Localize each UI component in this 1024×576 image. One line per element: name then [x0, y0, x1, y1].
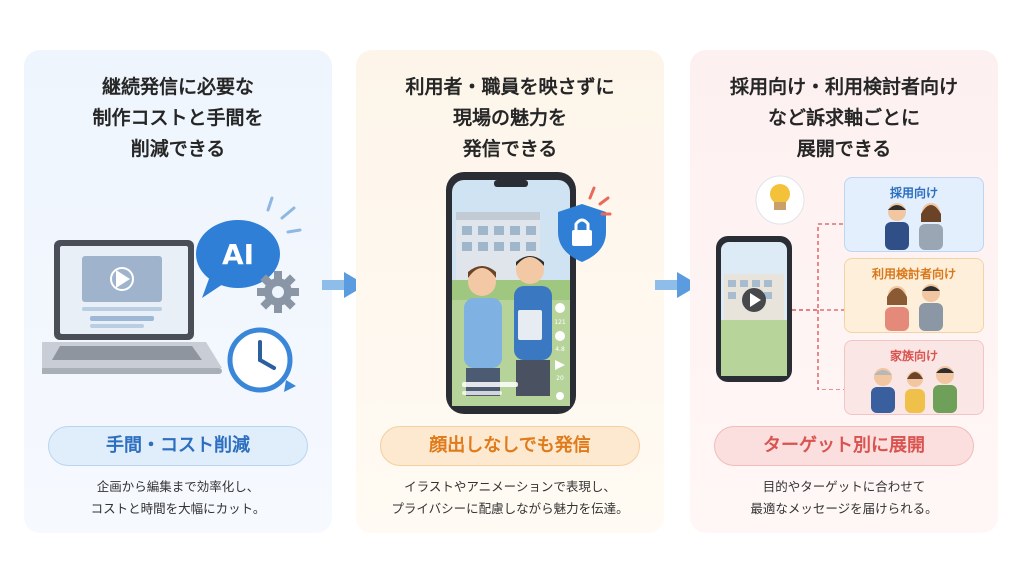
pill-no-face: 顔出しなしでも発信: [380, 426, 640, 466]
gear-icon: [257, 271, 299, 313]
ai-bubble-icon: AI: [196, 220, 280, 298]
smartphone-icon: 121 4.8 20: [446, 172, 576, 414]
lightbulb-icon: [755, 175, 805, 225]
arrow-right-icon: [322, 272, 366, 298]
play-icon: [742, 288, 766, 312]
people-icon: [885, 203, 943, 250]
audience-prospect: 利用検討者向け: [844, 258, 984, 333]
title-line: 削減できる: [130, 138, 226, 160]
title-line: 展開できる: [796, 138, 892, 160]
card-cost-reduction: 継続発信に必要な 制作コストと手間を 削減できる AI: [24, 50, 332, 533]
desc-line: 目的やターゲットに合わせて: [762, 479, 926, 494]
phone-branch-illustration: [716, 175, 850, 390]
desc-line: 企画から編集まで効率化し、: [96, 479, 260, 494]
title-line: 制作コストと手間を: [92, 107, 264, 129]
smartphone-icon: [716, 236, 792, 382]
ai-label: AI: [222, 238, 254, 271]
audience-family: 家族向け: [844, 340, 984, 415]
card-title: 利用者・職員を映さずに 現場の魅力を 発信できる: [356, 72, 664, 165]
card-description: イラストやアニメーションで表現し、 プライバシーに配慮しながら魅力を伝達。: [356, 476, 664, 520]
card-title: 継続発信に必要な 制作コストと手間を 削減できる: [24, 72, 332, 165]
title-line: など訴求軸ごとに: [767, 107, 920, 129]
title-line: 採用向け・利用検討者向け: [729, 76, 958, 98]
arrow-right-icon: [655, 272, 699, 298]
title-line: 継続発信に必要な: [101, 76, 254, 98]
smartphone-illustration: 121 4.8 20: [446, 172, 612, 414]
desc-line: イラストやアニメーションで表現し、: [404, 479, 616, 494]
title-line: 利用者・職員を映さずに: [405, 76, 615, 98]
lock-shield-icon: [558, 204, 606, 262]
card-description: 企画から編集まで効率化し、 コストと時間を大幅にカット。: [24, 476, 332, 520]
phone-count: 4.8: [555, 346, 565, 353]
audience-recruit: 採用向け: [844, 177, 984, 252]
title-line: 発信できる: [462, 138, 558, 160]
desc-line: プライバシーに配慮しながら魅力を伝達。: [391, 501, 629, 516]
laptop-ai-illustration: AI: [42, 196, 302, 393]
card-target-expansion: 採用向け・利用検討者向け など訴求軸ごとに 展開できる: [690, 50, 998, 533]
audience-label: 採用向け: [889, 186, 938, 200]
audience-label: 家族向け: [889, 349, 938, 363]
pill-cost-reduction: 手間・コスト削減: [48, 426, 308, 466]
card-no-face: 利用者・職員を映さずに 現場の魅力を 発信できる: [356, 50, 664, 533]
people-icon: [885, 284, 943, 331]
card-description: 目的やターゲットに合わせて 最適なメッセージを届けられる。: [690, 476, 998, 520]
people-icon: [871, 366, 957, 413]
audience-label: 利用検討者向け: [871, 267, 956, 281]
laptop-icon: [42, 240, 222, 374]
desc-line: コストと時間を大幅にカット。: [90, 501, 266, 516]
pill-target-expansion: ターゲット別に展開: [714, 426, 974, 466]
desc-line: 最適なメッセージを届けられる。: [750, 501, 938, 516]
title-line: 現場の魅力を: [452, 107, 567, 129]
clock-icon: [227, 327, 296, 393]
phone-count: 20: [556, 375, 564, 382]
phone-count: 121: [554, 319, 566, 326]
card-title: 採用向け・利用検討者向け など訴求軸ごとに 展開できる: [690, 72, 998, 165]
